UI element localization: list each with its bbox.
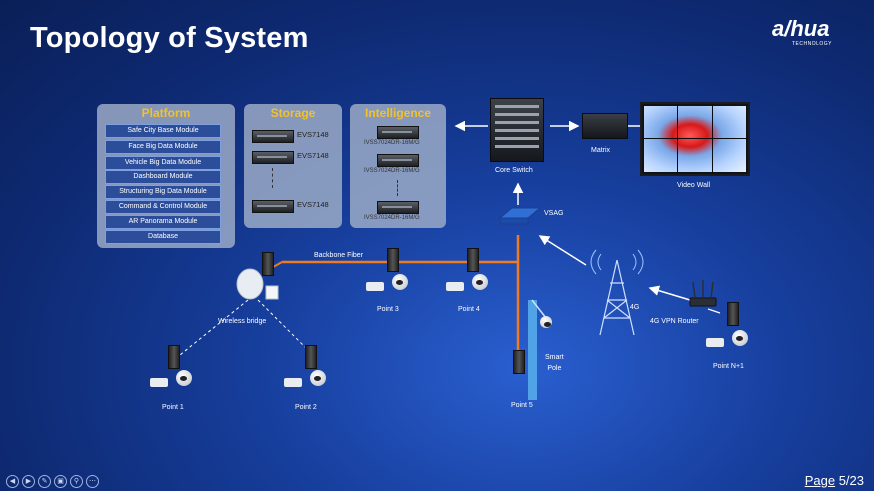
point2-label: Point 2 bbox=[295, 404, 317, 411]
pointn-label: Point N+1 bbox=[713, 363, 744, 370]
storage-server-icon bbox=[252, 200, 294, 213]
module-face-big-data: Face Big Data Module bbox=[105, 140, 221, 154]
dome-camera-icon bbox=[176, 370, 192, 386]
bridge-nvr-icon bbox=[262, 252, 274, 276]
storage-server-label: EVS7148 bbox=[297, 200, 329, 209]
tower-4g-icon bbox=[599, 259, 635, 336]
next-icon[interactable]: ▶ bbox=[22, 475, 35, 488]
pen-icon[interactable]: ✎ bbox=[38, 475, 51, 488]
wireless-bridge-label: Wireless bridge bbox=[218, 318, 267, 325]
bullet-camera-icon bbox=[446, 282, 464, 291]
zoom-icon[interactable]: ⚲ bbox=[70, 475, 83, 488]
more-icon[interactable]: ⋯ bbox=[86, 475, 99, 488]
slide-title: Topology of System bbox=[30, 22, 309, 54]
intelligence-server-icon bbox=[377, 201, 419, 214]
wireless-dish-icon bbox=[236, 268, 264, 300]
storage-server-label: EVS7148 bbox=[297, 130, 329, 139]
point5-label: Point 5 bbox=[511, 402, 533, 409]
module-database: Database bbox=[105, 230, 221, 244]
point1-switch-icon bbox=[168, 345, 180, 369]
point3-switch-icon bbox=[387, 248, 399, 272]
page-number: 5/23 bbox=[838, 473, 864, 488]
bullet-camera-icon bbox=[284, 378, 302, 387]
dome-camera-icon bbox=[732, 330, 748, 346]
bullet-camera-icon bbox=[706, 338, 724, 347]
more-servers-ellipsis bbox=[397, 180, 398, 196]
platform-title: Platform bbox=[141, 106, 191, 120]
video-wall-icon bbox=[640, 102, 750, 176]
module-ar-panorama: AR Panorama Module bbox=[105, 215, 221, 229]
more-servers-ellipsis bbox=[272, 168, 273, 188]
pointn-to-router-line bbox=[707, 308, 721, 314]
logo-wordmark: a/hua bbox=[772, 16, 830, 41]
module-structuring: Structuring Big Data Module bbox=[105, 185, 221, 199]
wireless-link-point1 bbox=[179, 299, 249, 356]
page-label: Page bbox=[804, 473, 836, 488]
point4-label: Point 4 bbox=[458, 306, 480, 313]
pole-camera-icon bbox=[540, 316, 552, 328]
dome-camera-icon bbox=[392, 274, 408, 290]
core-switch-icon bbox=[490, 98, 544, 162]
radio-wave-icon bbox=[590, 249, 644, 275]
intelligence-server-label: IVSS7024DR-16M/G bbox=[364, 168, 420, 174]
logo-subtitle: TECHNOLOGY bbox=[792, 41, 833, 47]
module-dashboard: Dashboard Module bbox=[105, 170, 221, 184]
matrix-label: Matrix bbox=[591, 147, 611, 154]
vsag-icon bbox=[498, 207, 542, 219]
router-to-tower-arrow bbox=[648, 285, 691, 301]
intelligence-title: Intelligence bbox=[364, 106, 432, 120]
vsag-label: VSAG bbox=[544, 210, 564, 217]
module-vehicle-big-data: Vehicle Big Data Module bbox=[105, 156, 221, 170]
matrix-icon bbox=[582, 113, 628, 139]
slides-icon[interactable]: ▣ bbox=[54, 475, 67, 488]
intelligence-server-icon bbox=[377, 126, 419, 139]
point5-switch-icon bbox=[513, 350, 525, 374]
storage-panel: Storage EVS7148 EVS7148 EVS7148 bbox=[244, 104, 342, 228]
vpn-router-icon bbox=[689, 297, 717, 307]
prev-icon[interactable]: ◀ bbox=[6, 475, 19, 488]
point2-switch-icon bbox=[305, 345, 317, 369]
intelligence-server-label: IVSS7024DR-16M/G bbox=[364, 140, 420, 146]
pointn-switch-icon bbox=[727, 302, 739, 326]
storage-server-icon bbox=[252, 130, 294, 143]
point4-switch-icon bbox=[467, 248, 479, 272]
vpn-router-label: 4G VPN Router bbox=[650, 318, 699, 325]
smart-pole-label: Smart Pole bbox=[545, 354, 564, 372]
tower-4g-label: 4G bbox=[630, 304, 640, 311]
platform-panel: Platform Safe City Base Module Face Big … bbox=[97, 104, 235, 248]
page-indicator: Page 5/23 bbox=[805, 473, 864, 488]
video-wall-label: Video Wall bbox=[677, 182, 711, 189]
dome-camera-icon bbox=[472, 274, 488, 290]
point3-label: Point 3 bbox=[377, 306, 399, 313]
storage-title: Storage bbox=[270, 106, 316, 120]
storage-server-label: EVS7148 bbox=[297, 151, 329, 160]
point1-label: Point 1 bbox=[162, 404, 184, 411]
backbone-fiber-label: Backbone Fiber bbox=[314, 252, 364, 259]
module-command-control: Command & Control Module bbox=[105, 200, 221, 214]
wireless-link-point2 bbox=[257, 299, 311, 353]
intelligence-server-label: IVSS7024DR-16M/G bbox=[364, 215, 420, 221]
core-switch-label: Core Switch bbox=[495, 167, 533, 174]
bullet-camera-icon bbox=[366, 282, 384, 291]
smart-pole-icon bbox=[528, 300, 537, 400]
module-safe-city: Safe City Base Module bbox=[105, 124, 221, 138]
bridge-box-icon bbox=[265, 285, 279, 300]
intelligence-panel: Intelligence IVSS7024DR-16M/G IVSS7024DR… bbox=[350, 104, 446, 228]
storage-server-icon bbox=[252, 151, 294, 164]
slide-footer: ◀ ▶ ✎ ▣ ⚲ ⋯ Page 5/23 bbox=[0, 471, 874, 491]
bullet-camera-icon bbox=[150, 378, 168, 387]
brand-logo: a/hua TECHNOLOGY bbox=[772, 16, 858, 47]
intelligence-server-icon bbox=[377, 154, 419, 167]
tower-to-vsag-arrow bbox=[538, 235, 587, 266]
dome-camera-icon bbox=[310, 370, 326, 386]
